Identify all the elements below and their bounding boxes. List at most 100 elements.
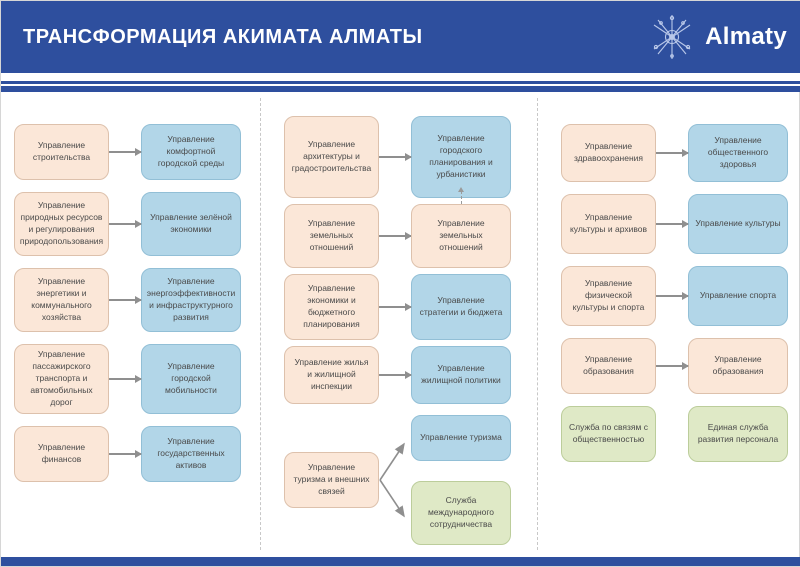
new-department-box: Управление общественного здоровья (688, 124, 788, 182)
split-arrows-icon (379, 442, 405, 518)
old-department-box: Управление туризма и внешних связей (284, 452, 379, 508)
arrow-right-icon (109, 220, 142, 228)
arrow-up-dashed-icon (458, 187, 464, 204)
old-department-label: Управление энергетики и коммунального хо… (31, 276, 92, 322)
new-department-label: Управление комфортной городской среды (157, 134, 225, 168)
old-department-label: Управление земельных отношений (307, 218, 356, 252)
old-department-label: Управление образования (583, 354, 634, 376)
transformation-row: Управление пассажирского транспорта и ав… (14, 344, 260, 414)
arrow-right-icon (379, 303, 412, 311)
old-department-label: Управление архитектуры и градостроительс… (291, 139, 372, 173)
arrow-right-icon (109, 296, 142, 304)
arrow-right-icon (656, 362, 689, 370)
new-department-label: Управление энергоэффективности и инфраст… (146, 276, 236, 322)
old-department-label: Управление строительства (32, 140, 91, 162)
arrow-right-icon (379, 153, 412, 161)
new-department-box: Управление жилищной политики (411, 346, 511, 404)
new-department-label: Управление зелёной экономики (150, 212, 232, 234)
service-label: Служба международного сотрудничества (427, 495, 495, 529)
service-box: Единая служба развития персонала (688, 406, 788, 462)
old-department-label: Управление физической культуры и спорта (572, 278, 645, 312)
new-department-box: Управление энергоэффективности и инфраст… (141, 268, 241, 332)
transformation-row: Управление физической культуры и спорта … (561, 266, 800, 326)
header-stripe-gap (1, 84, 800, 86)
tourism-split-row: Управление туризма и внешних связей Упра… (284, 410, 537, 550)
old-department-box: Управление культуры и архивов (561, 194, 656, 254)
arrow-right-icon (656, 149, 689, 157)
column-separator (260, 98, 261, 550)
arrow-right-icon (379, 371, 412, 379)
old-department-label: Управление финансов (37, 442, 86, 464)
services-row: Служба по связям с общественностью Едина… (561, 406, 800, 464)
footer-bar (1, 557, 800, 566)
old-department-box: Управление образования (561, 338, 656, 394)
column-separator (537, 98, 538, 550)
old-department-label: Управление культуры и архивов (569, 212, 648, 234)
service-label: Единая служба развития персонала (697, 422, 779, 444)
arrow-right-icon (109, 375, 142, 383)
new-department-box: Управление государственных активов (141, 426, 241, 482)
service-label: Служба по связям с общественностью (569, 422, 648, 444)
new-department-box: Управление туризма (411, 415, 511, 461)
new-department-label: Управление жилищной политики (421, 363, 501, 385)
transformation-row: Управление строительства Управление комф… (14, 124, 260, 180)
header-stripe-white (1, 73, 800, 81)
header-stripe-thick-blue (1, 86, 800, 92)
arrow-right-icon (656, 292, 689, 300)
unchanged-department-box: Управление земельных отношений (411, 204, 511, 268)
arrow-right-icon (656, 220, 689, 228)
new-department-label: Управление культуры (695, 218, 781, 229)
transformation-row: Управление культуры и архивов Управление… (561, 194, 800, 254)
new-department-label: Управление городского планирования и урб… (429, 133, 493, 179)
almaty-brand: Almaty (649, 1, 787, 73)
new-department-box: Управление культуры (688, 194, 788, 254)
new-department-box: Управление стратегии и бюджета (411, 274, 511, 340)
snowflake-logo-icon (653, 15, 691, 59)
new-department-box: Управление городской мобильности (141, 344, 241, 414)
brand-name: Almaty (705, 23, 787, 50)
unchanged-department-wrap: Управление земельных отношений (411, 187, 511, 268)
unchanged-department-label: Управление земельных отношений (437, 218, 485, 252)
new-department-box: Управление спорта (688, 266, 788, 326)
header-banner: ТРАНСФОРМАЦИЯ АКИМАТА АЛМАТЫ Almaty (1, 1, 800, 73)
old-department-box: Управление физической культуры и спорта (561, 266, 656, 326)
old-department-box: Управление земельных отношений (284, 204, 379, 268)
old-department-box: Управление строительства (14, 124, 109, 180)
old-department-box: Управление энергетики и коммунального хо… (14, 268, 109, 332)
transformation-row: Управление земельных отношений Управлени… (284, 187, 537, 268)
diagram-column-2: Управление архитектуры и градостроительс… (260, 92, 537, 559)
new-department-label: Управление туризма (420, 432, 502, 443)
old-department-box: Управление природных ресурсов и регулиро… (14, 192, 109, 256)
old-department-label: Управление природных ресурсов и регулиро… (19, 200, 104, 246)
new-department-box: Управление комфортной городской среды (141, 124, 241, 180)
header-stripe-thin-blue (1, 81, 800, 84)
transformation-row: Управление энергетики и коммунального хо… (14, 268, 260, 332)
old-department-box: Управление финансов (14, 426, 109, 482)
transformation-row: Управление образования Управление образо… (561, 338, 800, 394)
unchanged-department-label: Управление образования (712, 354, 764, 376)
arrow-right-icon (109, 148, 142, 156)
transformation-row: Управление природных ресурсов и регулиро… (14, 192, 260, 256)
old-department-box: Управление жилья и жилищной инспекции (284, 346, 379, 404)
old-department-label: Управление экономики и бюджетного планир… (303, 283, 360, 329)
tourism-targets: Управление туризма Служба международного… (411, 415, 511, 545)
old-department-box: Управление экономики и бюджетного планир… (284, 274, 379, 340)
unchanged-department-box: Управление образования (688, 338, 788, 394)
old-department-label: Управление пассажирского транспорта и ав… (30, 349, 93, 407)
new-department-label: Управление стратегии и бюджета (419, 295, 503, 317)
service-box: Служба международного сотрудничества (411, 481, 511, 545)
transformation-row: Управление здравоохранения Управление об… (561, 124, 800, 182)
new-department-box: Управление городского планирования и урб… (411, 116, 511, 198)
new-department-label: Управление государственных активов (157, 436, 225, 470)
new-department-label: Управление спорта (699, 290, 777, 301)
page-title: ТРАНСФОРМАЦИЯ АКИМАТА АЛМАТЫ (23, 25, 423, 48)
arrow-right-icon (379, 232, 412, 240)
service-box: Служба по связям с общественностью (561, 406, 656, 462)
diagram-column-3: Управление здравоохранения Управление об… (537, 92, 800, 559)
new-department-box: Управление зелёной экономики (141, 192, 241, 256)
transformation-row: Управление экономики и бюджетного планир… (284, 274, 537, 340)
old-department-box: Управление архитектуры и градостроительс… (284, 116, 379, 198)
transformation-row: Управление жилья и жилищной инспекции Уп… (284, 346, 537, 404)
diagram-column-1: Управление строительства Управление комф… (1, 92, 260, 559)
arrow-right-icon (109, 450, 142, 458)
